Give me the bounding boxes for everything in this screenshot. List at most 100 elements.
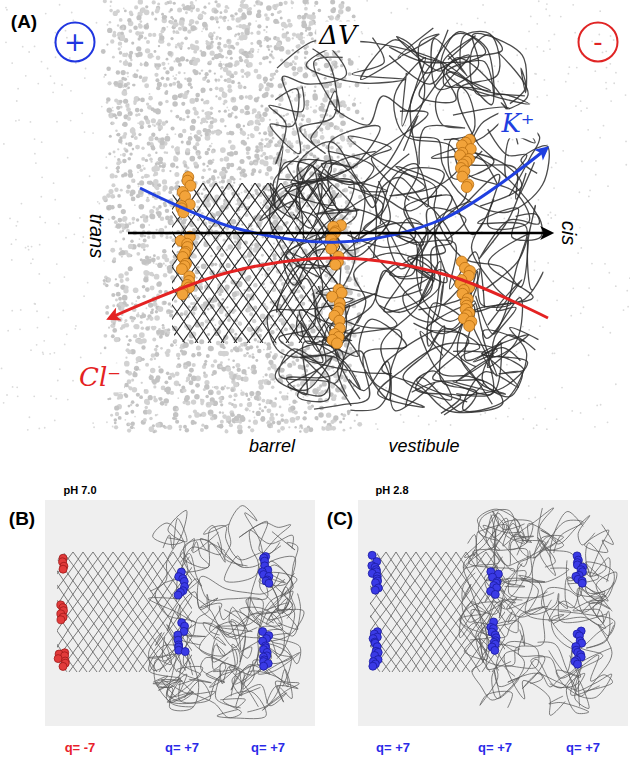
lipid-dot: [117, 83, 122, 88]
solvent-dot: [110, 5, 112, 7]
lipid-dot: [199, 72, 201, 74]
lipid-dot: [216, 3, 221, 8]
lipid-dot: [208, 168, 211, 171]
lipid-dot: [349, 191, 352, 194]
solvent-dot: [455, 216, 457, 218]
lipid-dot: [211, 373, 214, 376]
lipid-dot: [140, 7, 145, 12]
solvent-dot: [552, 353, 554, 355]
lipid-dot: [330, 0, 335, 5]
lipid-dot: [259, 84, 264, 89]
lipid-dot: [106, 205, 111, 210]
lipid-dot: [140, 109, 144, 113]
lipid-dot: [249, 54, 254, 59]
solvent-dot: [629, 277, 630, 279]
solvent-dot: [112, 426, 114, 428]
lipid-dot: [254, 97, 259, 102]
lipid-dot: [170, 16, 173, 19]
lipid-dot: [115, 130, 118, 133]
solvent-dot: [556, 418, 558, 420]
lipid-dot: [174, 339, 177, 342]
lipid-dot: [355, 109, 360, 114]
lipid-dot: [260, 313, 266, 319]
solvent-dot: [552, 280, 554, 282]
solvent-dot: [70, 120, 72, 122]
solvent-dot: [292, 91, 294, 93]
lipid-dot: [338, 194, 342, 198]
lipid-dot: [340, 120, 346, 126]
solvent-dot: [134, 416, 136, 418]
lipid-dot: [182, 129, 186, 133]
lipid-dot: [228, 113, 233, 118]
lipid-dot: [226, 387, 229, 390]
solvent-dot: [79, 217, 81, 219]
solvent-dot: [3, 402, 5, 404]
solvent-dot: [503, 217, 505, 219]
lipid-dot: [116, 100, 121, 105]
solvent-dot: [304, 4, 306, 6]
lipid-dot: [181, 102, 185, 106]
solvent-dots: [1, 0, 630, 431]
solvent-dot: [262, 376, 264, 378]
solvent-dot: [274, 381, 276, 383]
solvent-dot: [59, 368, 61, 370]
lipid-dot: [116, 167, 120, 171]
solvent-dot: [572, 4, 574, 6]
solvent-dot: [539, 325, 541, 327]
solvent-dot: [54, 352, 56, 354]
lipid-dot: [136, 164, 141, 169]
lipid-dot: [183, 425, 187, 429]
lipid-dot: [145, 159, 148, 162]
solvent-dot: [361, 227, 363, 229]
solvent-dot: [30, 349, 32, 351]
solvent-dot: [507, 416, 509, 418]
solvent-dot: [513, 251, 515, 253]
lipid-dot: [201, 88, 206, 93]
solvent-dot: [41, 61, 43, 63]
lipid-dot: [220, 68, 222, 70]
solvent-dot: [172, 75, 174, 77]
lipid-dot: [208, 69, 211, 72]
lipid-dot: [175, 30, 179, 34]
lipid-dot: [117, 133, 121, 137]
solvent-dot: [358, 56, 360, 58]
solvent-dot: [74, 328, 76, 330]
solvent-dot: [534, 396, 536, 398]
solvent-dot: [565, 81, 567, 83]
solvent-dot: [607, 185, 609, 187]
lipid-dot: [256, 411, 261, 416]
solvent-dot: [175, 44, 177, 46]
lipid-dot: [249, 391, 254, 396]
lipid-dot: [194, 394, 200, 400]
lipid-dot: [154, 348, 158, 352]
lipid-dot: [165, 136, 171, 142]
solvent-dot: [289, 404, 291, 406]
solvent-dot: [575, 105, 577, 107]
solvent-dot: [463, 92, 465, 94]
lipid-dot: [226, 306, 228, 308]
solvent-dot: [226, 106, 228, 108]
solvent-dot: [366, 0, 368, 2]
lipid-dot: [119, 51, 123, 55]
solvent-dot: [241, 192, 243, 194]
lipid-dot: [124, 148, 128, 152]
lipid-dot: [295, 358, 299, 362]
solvent-dot: [588, 354, 590, 356]
lipid-dot: [307, 405, 312, 410]
lipid-dot: [230, 97, 236, 103]
solvent-dot: [604, 263, 606, 265]
lipid-dot: [163, 185, 168, 190]
lipid-dot: [299, 430, 301, 432]
lipid-dot: [154, 50, 157, 53]
lipid-dot: [284, 419, 289, 424]
lipid-dot: [156, 56, 161, 61]
solvent-dot: [522, 418, 524, 420]
solvent-dot: [34, 303, 36, 305]
lipid-dot: [358, 195, 362, 199]
solvent-dot: [3, 143, 5, 145]
lipid-dot: [281, 418, 285, 422]
lipid-dot: [342, 417, 345, 420]
lipid-dot: [118, 416, 122, 420]
solvent-dot: [404, 125, 406, 127]
lipid-dot: [141, 327, 144, 330]
